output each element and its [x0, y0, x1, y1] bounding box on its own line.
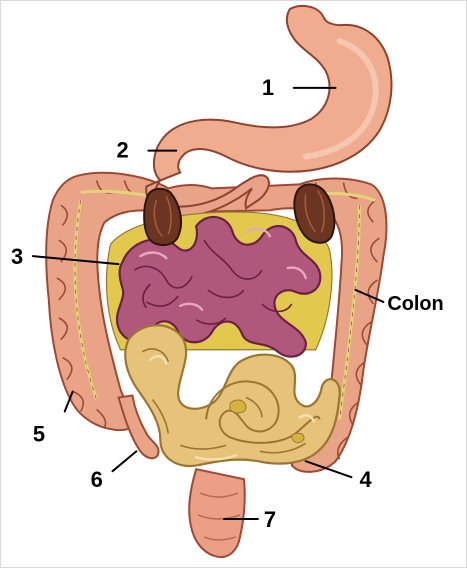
label-4: 4: [359, 467, 372, 492]
label-6: 6: [91, 467, 103, 492]
label-3: 3: [11, 244, 23, 269]
rectum: [189, 469, 245, 557]
label-1: 1: [262, 75, 274, 100]
label-colon: Colon: [387, 293, 443, 315]
label-2: 2: [117, 138, 129, 163]
label-7: 7: [264, 507, 276, 532]
leader-line-6: [113, 451, 137, 471]
label-5: 5: [33, 421, 45, 446]
